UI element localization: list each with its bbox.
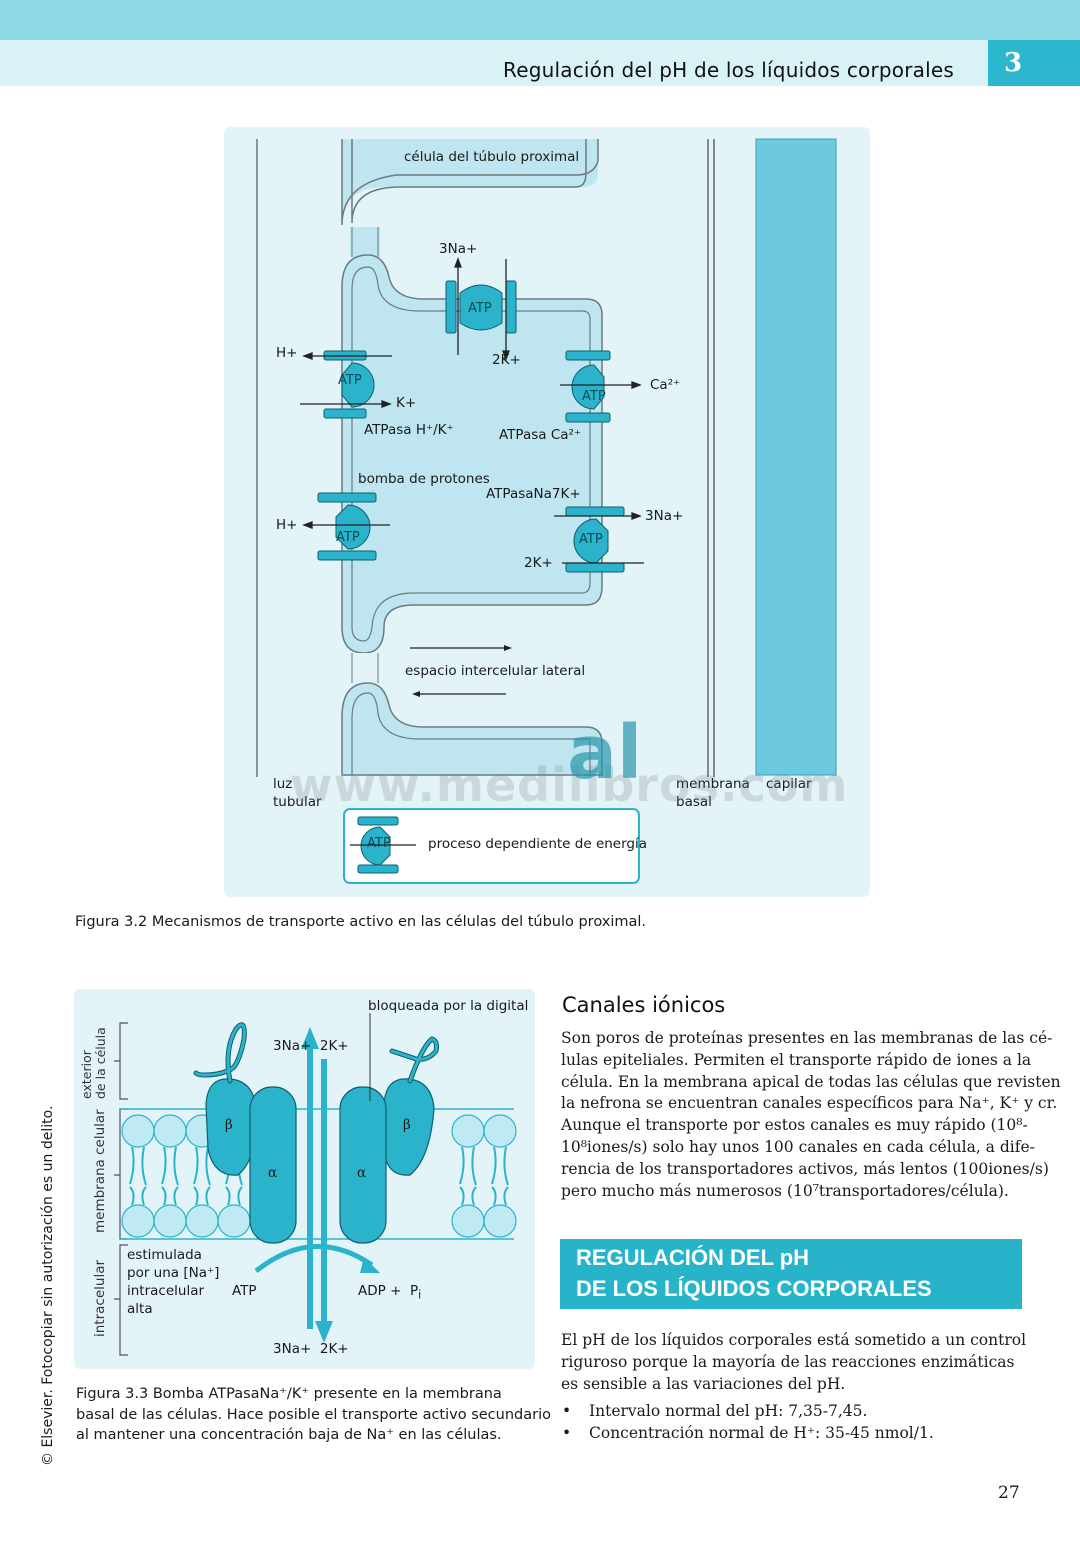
legend-label: proceso dependiente de energía [428,836,648,852]
ion-na3-top: 3Na+ [439,241,478,257]
canales-paragraph: Son poros de proteínas presentes en las … [561,1028,1061,1202]
ph-line: El pH de los líquidos corporales está so… [561,1331,1027,1349]
beta-label-right: β [403,1117,411,1133]
canales-line: rencia de los transportadores activos, m… [561,1159,1049,1178]
exterior-label: exterior de la célula [79,1027,108,1099]
lumen-label: luz tubular [273,776,322,810]
page-number: 27 [998,1483,1020,1503]
ph-paragraph: El pH de los líquidos corporales está so… [561,1330,1026,1395]
intercellular-space-label: espacio intercelular lateral [405,663,586,679]
ion-h-top: H+ [276,345,298,361]
canales-line: Son poros de proteínas presentes en las … [561,1029,1053,1047]
atp-label-ca: ATP [582,389,606,404]
basal-membrane-label: membrana basal [676,776,750,810]
ion-h-bottom: H+ [276,517,298,533]
section-title-line-2: DE LOS LÍQUIDOS CORPORALES [576,1276,932,1301]
alpha-label-left: α [268,1165,278,1181]
adp-text: ADP + P [358,1283,419,1299]
atp-label-nak: ATP [579,532,603,547]
atp-label-proton: ATP [336,530,360,545]
atpase-ca-label: ATPasa Ca²⁺ [499,427,582,443]
ion-na3-right: 3Na+ [645,508,684,524]
proton-pump-label: bomba de protones [358,471,490,487]
alpha-label-right: α [357,1165,367,1181]
chapter-number: 3 [1003,48,1023,78]
canales-line: Aunque el transporte por estos canales e… [561,1116,1028,1135]
capillary-label: capilar [766,776,812,792]
copyright-sidebar: © Elsevier. Fotocopiar sin autorización … [40,1105,56,1466]
running-header-title: Regulación del pH de los líquidos corpor… [503,58,954,82]
canales-line: célula. En la membrana apical de todas l… [561,1072,1061,1091]
section-title-line-1: REGULACIÓN DEL pH [576,1245,810,1270]
atp-label: ATP [232,1283,257,1299]
ph-line: es sensible a las variaciones del pH. [561,1374,846,1393]
cell-membrane-label: membrana celular [92,1109,108,1233]
section-banner: REGULACIÓN DEL pH DE LOS LÍQUIDOS CORPOR… [560,1239,1022,1309]
watermark-mark: al [567,710,643,796]
watermark: www.medilibros.com [290,758,849,812]
canales-line: lulas epiteliales. Permiten el transport… [561,1050,1032,1069]
ph-bullet-2: Concentración normal de H⁺: 35-45 nmol/1… [589,1424,934,1442]
atp-label-top: ATP [468,301,492,316]
canales-line: pero mucho más numerosos (10⁷transportad… [561,1181,1009,1200]
intracellular-label: intracelular [92,1259,108,1337]
atpase-hk-label: ATPasa H⁺/K⁺ [364,422,454,438]
beta-label-left: β [225,1117,233,1133]
figure-proximal-tubule-drawing [224,127,870,897]
figure-proximal-tubule: célula del túbulo proximal 3Na+ ATP 2K+ … [224,127,870,897]
stimulated-label: estimulada por una [Na⁺] intracelular al… [127,1247,220,1317]
top-color-band [0,0,1080,40]
atpase-nak-label: ATPasaNa7K+ [486,486,581,502]
canales-line: 10⁸iones/s) solo hay unos 100 canales en… [561,1137,1035,1156]
ion-k2-top: 2K+ [492,352,521,368]
canales-line: la nefrona se encuentran canales específ… [561,1094,1058,1113]
ions-top-label: 3Na+ 2K+ [273,1038,349,1054]
atp-label-hk: ATP [338,373,362,388]
ph-bullet-1: Intervalo normal del pH: 7,35-7,45. [589,1402,868,1420]
bullet-mark: • [562,1402,572,1420]
running-header [0,40,988,86]
bullet-mark: • [562,1424,572,1442]
figure-3-3-caption: Figura 3.3 Bomba ATPasaNa⁺/K⁺ presente e… [76,1386,551,1443]
adp-label: ADP + Pi [358,1282,421,1305]
adp-subscript: i [418,1288,422,1302]
cell-title-label: célula del túbulo proximal [404,149,580,165]
ions-bottom-label: 3Na+ 2K+ [273,1341,349,1357]
figure-na-k-pump-drawing [74,989,535,1369]
ion-k2-right: 2K+ [524,555,553,571]
atp-label-legend: ATP [367,836,391,851]
ph-line: riguroso porque la mayoría de las reacci… [561,1352,1015,1371]
figure-3-2-caption: Figura 3.2 Mecanismos de transporte acti… [75,914,647,930]
blocked-by-digitalis-label: bloqueada por la digital [368,998,529,1014]
ion-k-left: K+ [396,395,417,411]
chapter-tab: 3 [988,40,1080,86]
ion-ca: Ca²⁺ [650,377,681,393]
canales-heading: Canales iónicos [562,993,726,1017]
figure-na-k-pump: bloqueada por la digital exterior de la … [74,989,535,1369]
